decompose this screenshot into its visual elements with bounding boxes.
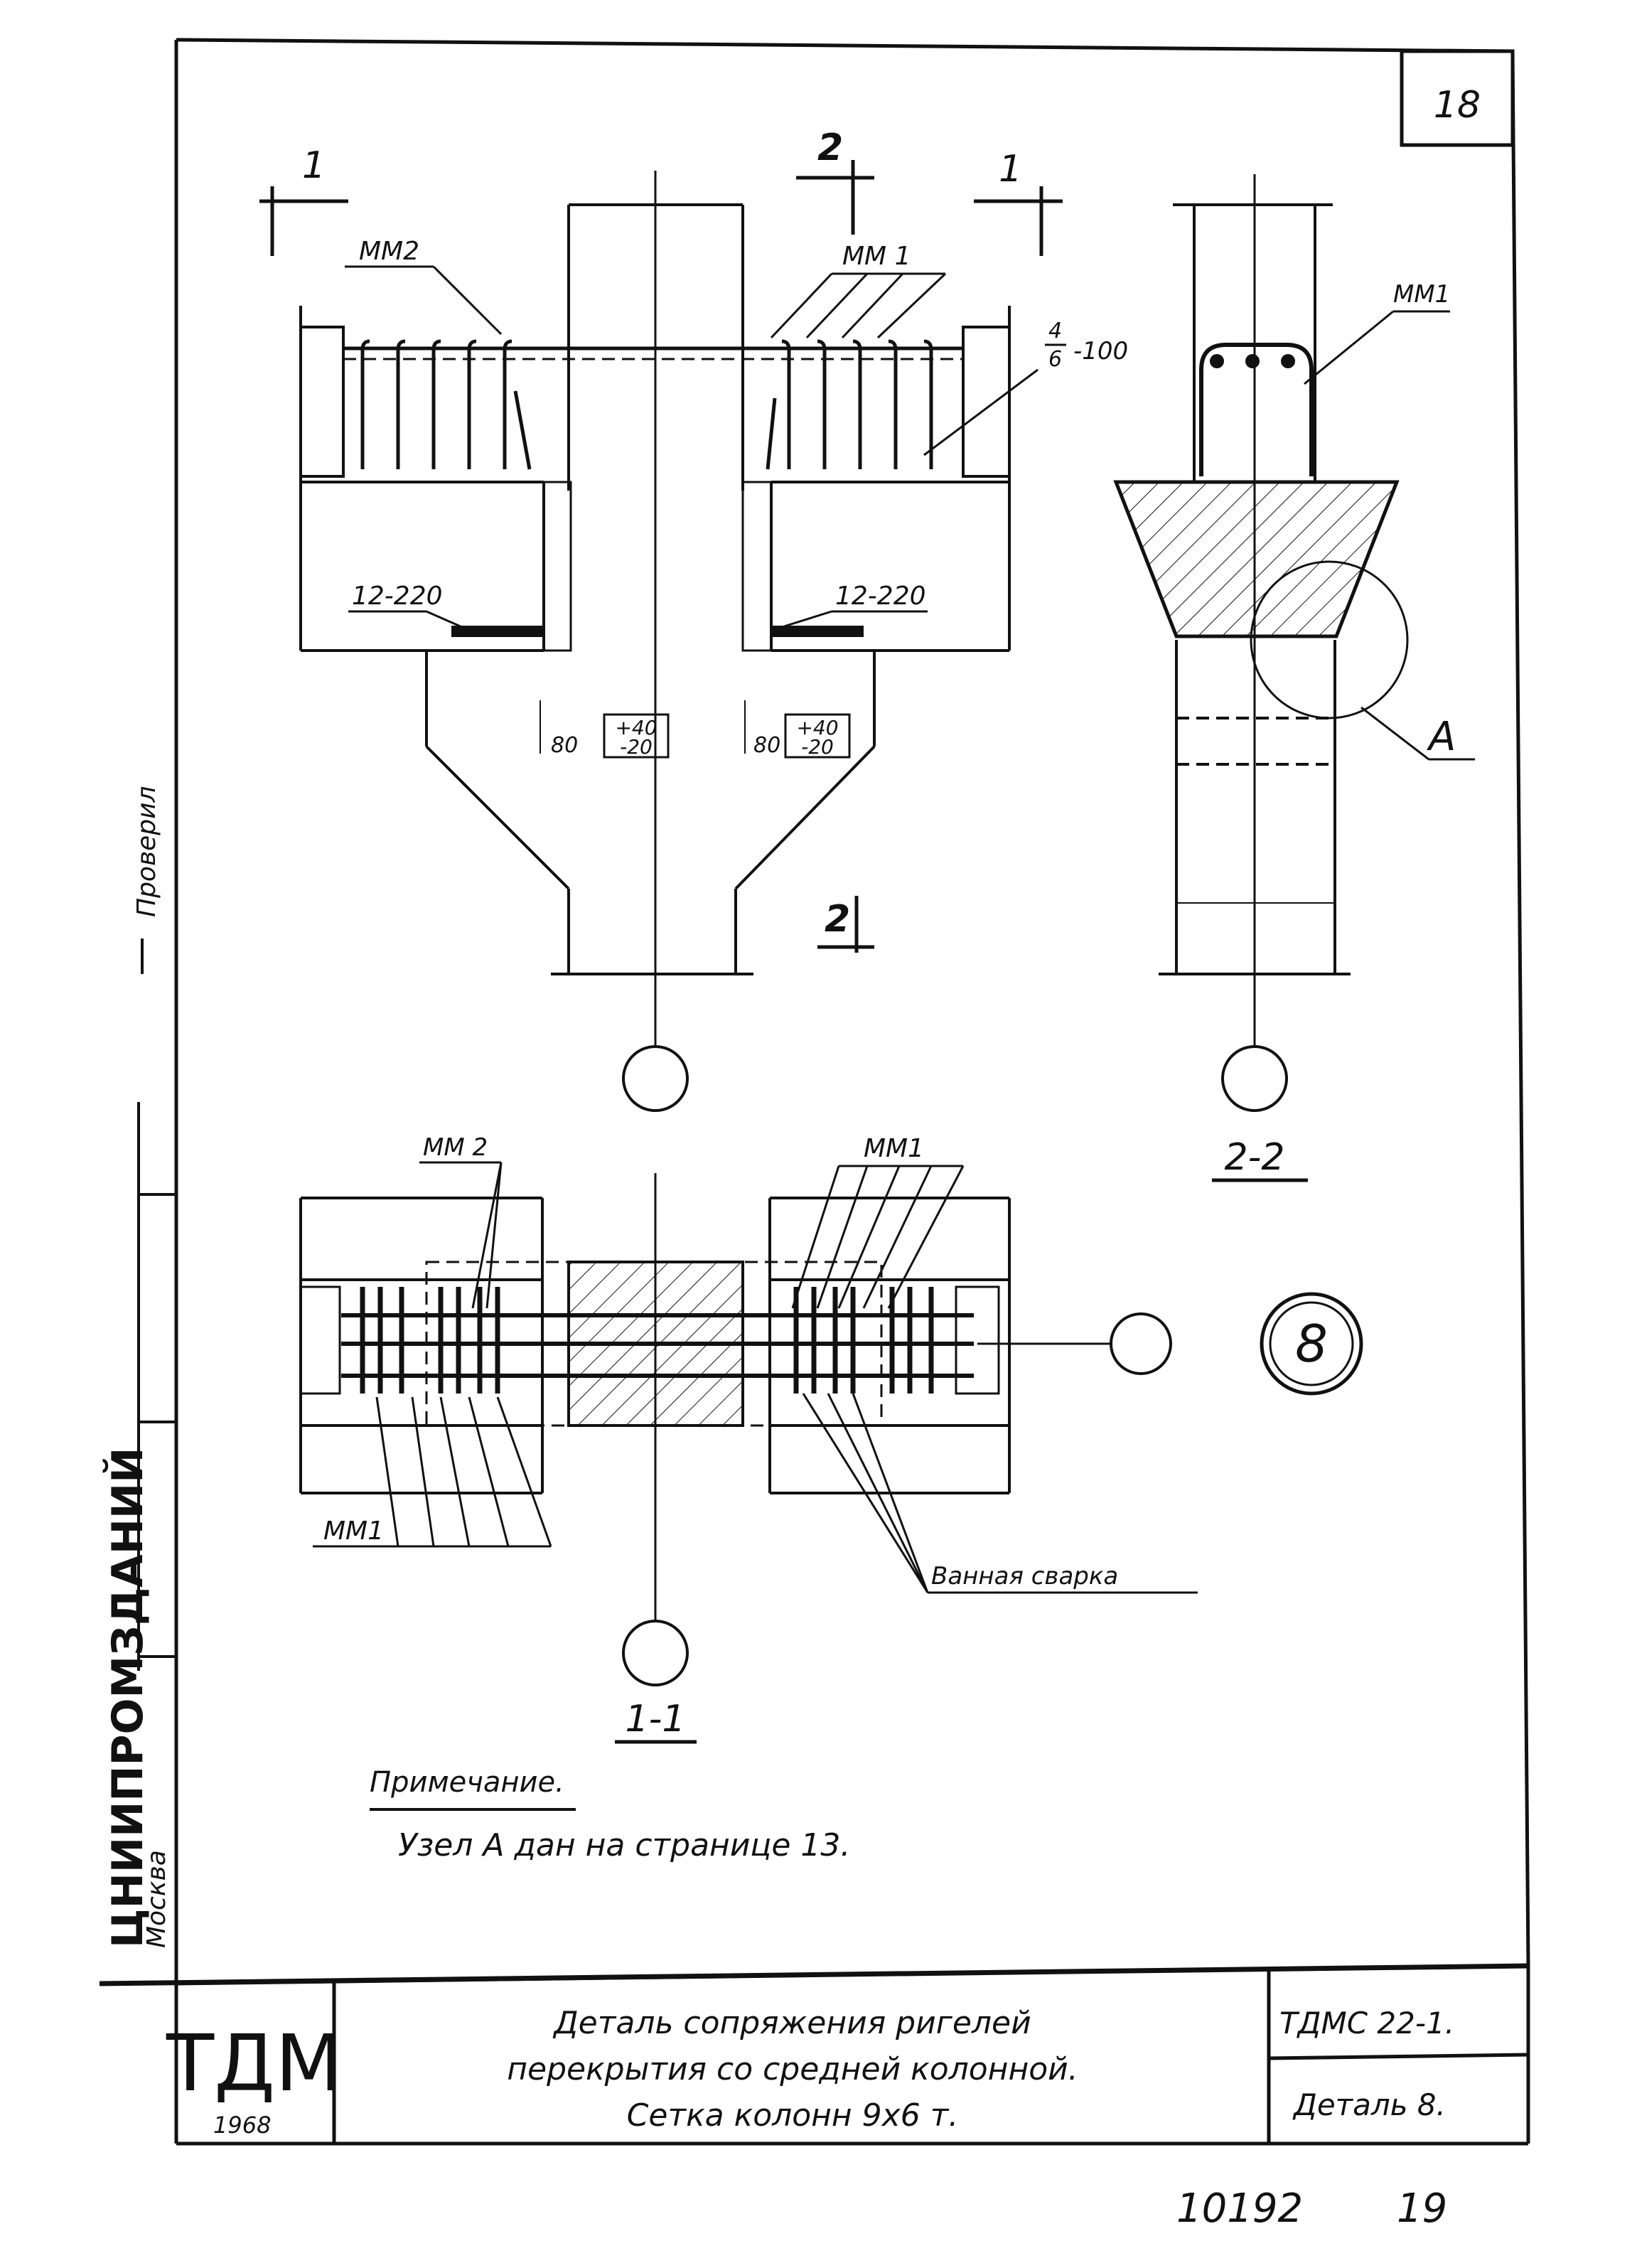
left-grout-joint — [542, 481, 572, 652]
axis-bubble-section-2-2 — [1221, 1045, 1288, 1112]
bar-right-label: 12-220 — [835, 582, 926, 611]
mm2-label: ММ2 — [359, 237, 419, 266]
section-marks — [259, 160, 1063, 953]
organization-name: ЦНИИПРОМЗДАНИЙ — [102, 1448, 153, 1948]
slab-section-hatch — [1113, 480, 1400, 638]
title-line-2: перекрытия со средней колонной. — [507, 2051, 1078, 2087]
weld-label: Ванная сварка — [931, 1562, 1118, 1590]
axis-bubble-elevation — [622, 1045, 689, 1112]
title-line-1: Деталь сопряжения ригелей — [552, 2005, 1031, 2041]
sheet-number-box: 18 — [1400, 49, 1515, 147]
left-stirrups — [360, 339, 532, 470]
doc-code: ТДМС 22-1. — [1279, 2006, 1454, 2040]
tdm-logo: ТДМ — [166, 2018, 343, 2109]
column-console — [425, 651, 876, 975]
mm1-plan-top-label: ММ1 — [864, 1134, 924, 1163]
left-spirals — [360, 1287, 500, 1394]
axis-bubble-plan-right — [1110, 1312, 1172, 1375]
right-grout-joint — [741, 481, 773, 652]
section-2-2-title: 2-2 — [1225, 1136, 1285, 1179]
bar-left-label: 12-220 — [352, 582, 443, 611]
detail-label: Деталь 8. — [1292, 2087, 1446, 2122]
side-margin: Проверил ЦНИИПРОМЗДАНИЙ Москва — [102, 786, 176, 1948]
section-2-2-view: А ММ1 2-2 — [1113, 174, 1475, 1182]
dim-left-80: 80 — [551, 733, 578, 758]
checked-by-stamp: Проверил — [132, 786, 161, 917]
detail-mark: 8 — [1260, 1292, 1363, 1396]
sheet-number: 18 — [1434, 84, 1481, 127]
mm1-label: ММ 1 — [842, 242, 911, 271]
mm1-2-2-label: ММ1 — [1393, 280, 1450, 309]
note-block: Примечание. Узел А дан на странице 13. — [370, 1766, 850, 1863]
cut-1-right: 1 — [999, 148, 1022, 191]
spacing-bottom: 6 — [1048, 347, 1062, 372]
title-line-3: Сетка колонн 9x6 т. — [627, 2097, 959, 2134]
axis-bubble-section-1-1 — [622, 1620, 689, 1686]
right-stirrups — [766, 339, 933, 470]
dim-left-tol-plus: +40 — [615, 716, 657, 739]
city-name: Москва — [142, 1850, 171, 1948]
dim-right-tol-plus: +40 — [796, 716, 838, 739]
title-block: ТДМ 1968 Деталь сопряжения ригелей перек… — [166, 1964, 1530, 2146]
right-beam — [770, 306, 1011, 652]
spacing-value: -100 — [1073, 337, 1128, 365]
inventory-number: 10192 — [1176, 2186, 1303, 2232]
cut-2-top: 2 — [817, 127, 843, 169]
node-a-circle — [1250, 560, 1409, 720]
mm1-plan-bottom-label: ММ1 — [323, 1517, 384, 1546]
right-spirals — [793, 1287, 934, 1394]
cut-2-bottom: 2 — [825, 898, 850, 941]
dim-left-tol-minus: -20 — [620, 735, 653, 759]
dim-right-80: 80 — [753, 733, 780, 758]
dim-right-tol-minus: -20 — [801, 735, 834, 759]
elevation-view: 80 +40 -20 80 +40 -20 ММ2 ММ 1 4 6 -100 … — [299, 171, 1128, 1112]
node-a-label: А — [1427, 714, 1456, 760]
note-text: Узел А дан на странице 13. — [398, 1827, 850, 1863]
cut-1-left: 1 — [302, 144, 326, 187]
detail-mark-number: 8 — [1295, 1314, 1328, 1374]
mm2-plan-label: ММ 2 — [423, 1133, 488, 1162]
year: 1968 — [213, 2112, 271, 2139]
note-heading: Примечание. — [370, 1766, 564, 1799]
spacing-top: 4 — [1048, 319, 1062, 343]
page-number: 19 — [1397, 2186, 1447, 2232]
section-1-1-view: ММ 2 ММ1 ММ1 Ванная сварка 1-1 — [299, 1133, 1198, 1744]
section-1-1-title: 1-1 — [626, 1698, 686, 1740]
